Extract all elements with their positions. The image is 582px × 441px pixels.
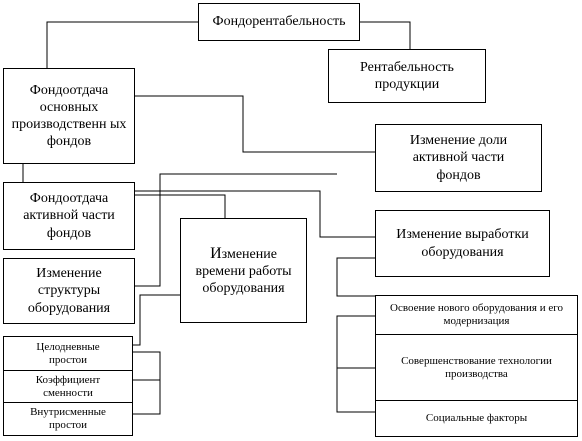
- stack-item-technology-improvement-label: Совершенствование технологии производств…: [401, 354, 552, 380]
- stack-item-social-factors: Социальные факторы: [376, 400, 577, 436]
- connector-output-to-stack: [336, 257, 375, 297]
- node-structure-change-label: Изменение структуры оборудования: [27, 266, 111, 316]
- bracket-right-stack: [336, 315, 375, 413]
- node-fixed-assets-return-label: Фондоотдача основных производственн ых ф…: [11, 82, 127, 150]
- node-fondorentabelnost: Фондорентабельность: [198, 3, 360, 41]
- node-active-assets-return-label: Фондоотдача активной части фондов: [23, 191, 115, 241]
- stack-item-social-factors-label: Социальные факторы: [425, 412, 528, 425]
- node-active-share-change-label: Изменение доли активной части фондов: [409, 133, 508, 183]
- stack-item-intrashift-downtime-label: Внутрисменные простои: [30, 406, 106, 431]
- connector-fixed-to-share: [135, 95, 375, 153]
- node-active-share-change: Изменение доли активной части фондов: [375, 124, 542, 192]
- node-fixed-assets-return: Фондоотдача основных производственн ых ф…: [3, 68, 135, 164]
- downtime-stack: Целодневные простои Коэффициент сменност…: [3, 336, 133, 436]
- node-output-change-label: Изменение выработки оборудования: [396, 227, 529, 260]
- node-structure-change: Изменение структуры оборудования: [3, 258, 135, 324]
- stack-item-technology-improvement: Совершенствование технологии производств…: [376, 334, 577, 400]
- node-work-time-change-label: Изменение времени работы оборудования: [195, 244, 292, 297]
- connector-active-to-structure: [135, 173, 337, 287]
- factors-stack: Освоение нового оборудования и его модер…: [375, 295, 578, 437]
- node-product-profitability: Рентабельность продукции: [328, 49, 486, 103]
- node-product-profitability-label: Рентабельность продукции: [360, 59, 454, 92]
- node-fondorentabelnost-label: Фондорентабельность: [212, 14, 346, 30]
- stack-item-full-day-downtime: Целодневные простои: [4, 337, 132, 370]
- stack-item-full-day-downtime-label: Целодневные простои: [36, 340, 100, 366]
- connector-active-to-worktime: [135, 194, 226, 218]
- bracket-left-stack: [133, 351, 161, 415]
- node-output-change: Изменение выработки оборудования: [375, 210, 550, 277]
- connector-worktime-to-stack: [133, 294, 180, 346]
- connector-active-to-output: [135, 190, 375, 238]
- stack-item-intrashift-downtime: Внутрисменные простои: [4, 402, 132, 435]
- stack-item-shift-coefficient-label: Коэффициент сменности: [35, 373, 101, 399]
- connector-root-right: [360, 21, 411, 49]
- node-active-assets-return: Фондоотдача активной части фондов: [3, 182, 135, 250]
- stack-item-new-equipment: Освоение нового оборудования и его модер…: [376, 296, 577, 334]
- connector-root-left: [46, 21, 198, 68]
- stack-item-new-equipment-label: Освоение нового оборудования и его модер…: [390, 302, 563, 327]
- node-work-time-change: Изменение времени работы оборудования: [180, 218, 307, 323]
- stack-item-shift-coefficient: Коэффициент сменности: [4, 370, 132, 402]
